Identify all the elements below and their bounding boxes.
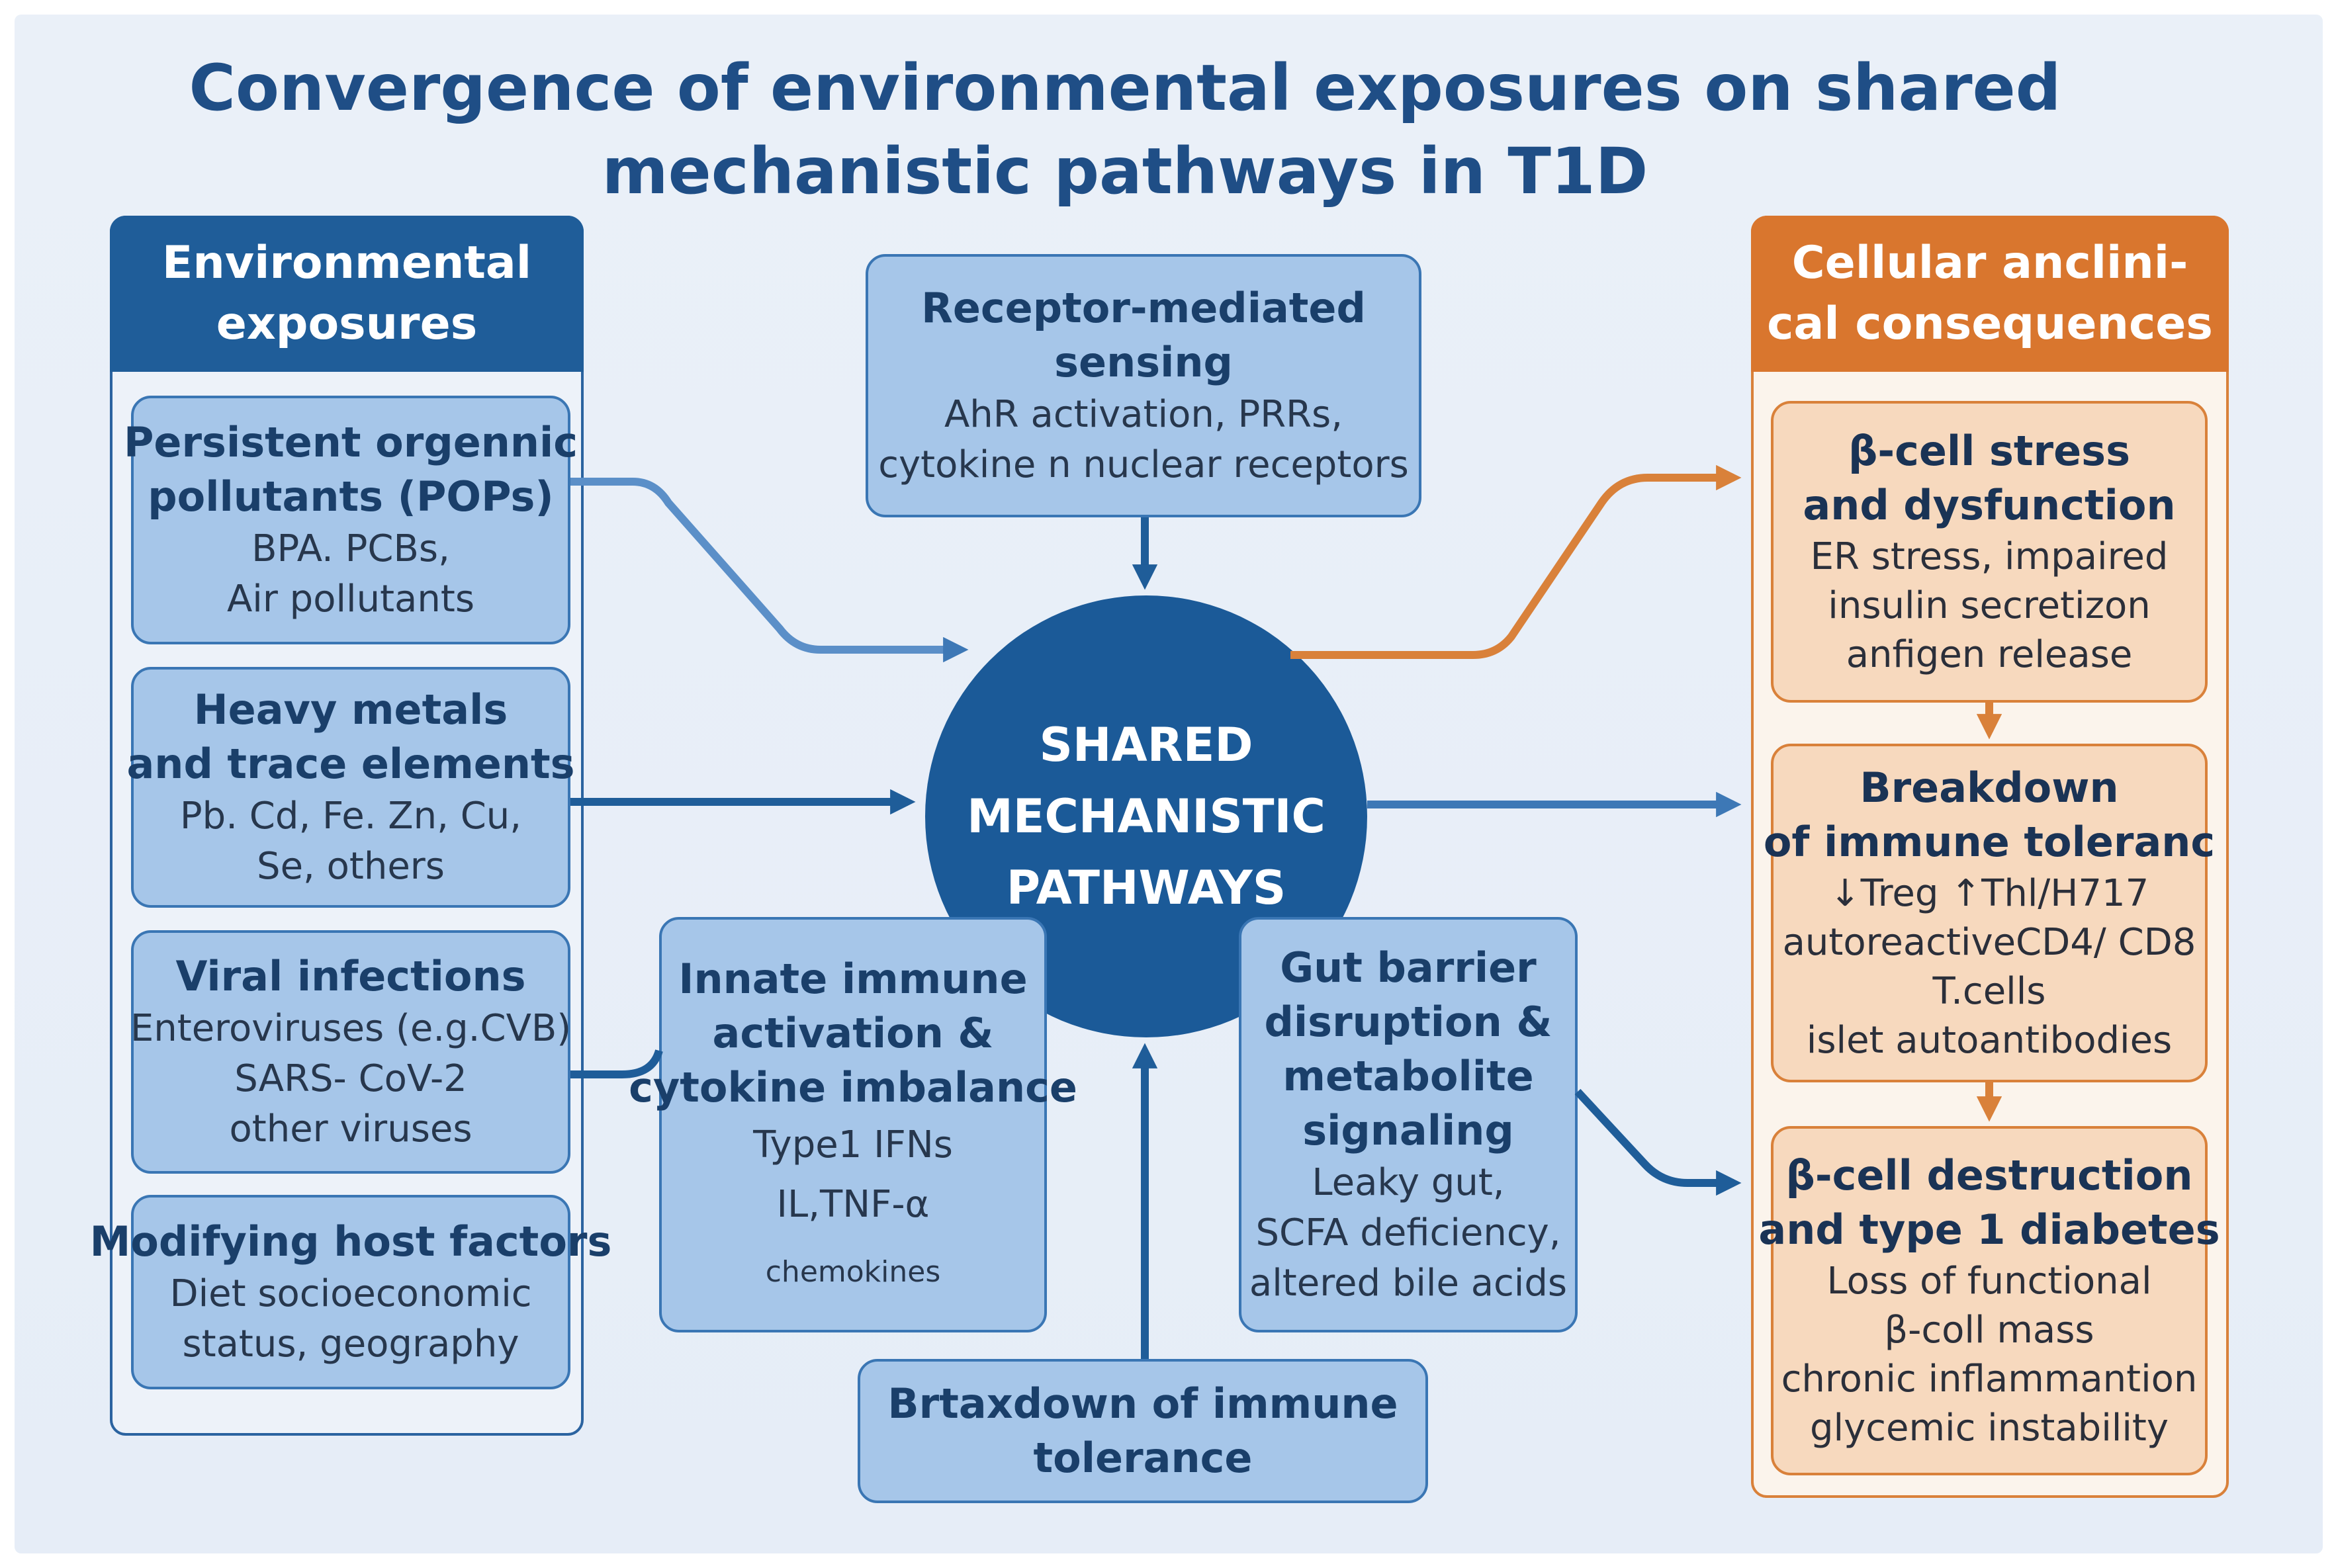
box-text-line: Pb. Cd, Fe. Zn, Cu, (179, 795, 522, 838)
box-text-line: status, geography (182, 1323, 519, 1366)
box-text-line: Leaky gut, (1312, 1161, 1505, 1204)
box-text-line: glycemic instability (1809, 1407, 2169, 1450)
heading-line: Environmental (161, 237, 532, 289)
diagram-title: Convergence of environmental exposures o… (0, 46, 2250, 213)
box-text-line: Se, others (257, 845, 445, 888)
box-title-line: of immune toleranc (1763, 818, 2216, 866)
box-title-line: Brtaxdown of immune (887, 1379, 1398, 1428)
heading-line: exposures (216, 298, 478, 350)
box-text-line: Diet socioeconomic (169, 1272, 532, 1315)
box-title-line: β-cell destruction (1785, 1151, 2193, 1199)
box-text-line: AhR activation, PRRs, (944, 393, 1343, 436)
box-text-line: BPA. PCBs, (251, 527, 450, 570)
box-title-line: Persistent orgennic (123, 418, 578, 466)
box-text-line: T.cells (1932, 970, 2046, 1013)
box-title-line: Breakdown (1860, 763, 2119, 812)
arrow-hub-to-beta-stress (1290, 464, 1742, 659)
arrow-viral-to-innate (570, 1049, 663, 1078)
hub-line: MECHANISTIC (967, 789, 1325, 844)
heading-line: cal consequences (1767, 298, 2213, 350)
title-line-1: Convergence of environmental exposures o… (189, 51, 2061, 125)
box-text-line: SCFA deficiency, (1255, 1211, 1561, 1254)
hub-line: SHARED (1039, 718, 1253, 772)
box-title-line: metabolite (1282, 1052, 1534, 1100)
hub-line: PATHWAYS (1006, 861, 1286, 915)
beta-cell-stress-box: β-cell stress and dysfunction ER stress,… (1771, 401, 2208, 703)
box-text-line: β-coll mass (1884, 1309, 2094, 1352)
innate-immune-box: Innate immune activation & cytokine imba… (629, 917, 1077, 1332)
box-title-line: and dysfunction (1803, 481, 2176, 529)
box-text-line: Air pollutants (226, 578, 474, 621)
pops-box: Persistent orgennic pollutants (POPs) BP… (124, 396, 578, 644)
box-text-line: ↓Treg ↑Thl/H717 (1829, 872, 2149, 915)
receptor-sensing-box: Receptor-mediated sensing AhR activation… (866, 254, 1421, 517)
beta-cell-destruction-box: β-cell destruction and type 1 diabetes L… (1758, 1126, 2220, 1475)
box-text-line: Type1 IFNs (753, 1123, 953, 1166)
box-text-line: chemokines (765, 1255, 941, 1289)
title-line-2: mechanistic pathways in T1D (602, 134, 1648, 208)
box-text-line: Enteroviruses (e.g.CVB) (130, 1007, 572, 1050)
box-text-line: islet autoantibodies (1806, 1019, 2173, 1062)
viral-infections-box: Viral infections Enteroviruses (e.g.CVB)… (130, 930, 572, 1174)
box-title-line: tolerance (1033, 1434, 1253, 1482)
immune-tolerance-breakdown-box: Brtaxdown of immune tolerance (858, 1359, 1428, 1503)
box-title-line: Viral infections (175, 952, 526, 1000)
box-title-line: Heavy metals (193, 685, 508, 734)
box-text-line: other viruses (229, 1108, 472, 1151)
box-text-line: chronic inflammantion (1781, 1358, 2198, 1401)
box-title-line: Innate immune (678, 955, 1028, 1003)
box-title-line: signaling (1302, 1106, 1514, 1154)
clinical-consequences-heading: Cellular anclini- cal consequences (1751, 216, 2229, 372)
box-text-line: anfigen release (1846, 633, 2133, 676)
box-title-line: disruption & (1264, 998, 1552, 1046)
box-text-line: SARS- CoV-2 (234, 1057, 467, 1100)
box-text-line: IL,TNF-α (776, 1183, 930, 1226)
box-title-line: cytokine imbalance (629, 1063, 1077, 1111)
immune-tolerance-box: Breakdown of immune toleranc ↓Treg ↑Thl/… (1764, 744, 2215, 1082)
box-text-line: Loss of functional (1826, 1260, 2152, 1303)
box-text-line: altered bile acids (1249, 1262, 1568, 1305)
box-text-line: insulin secretizon (1828, 584, 2151, 627)
box-title-line: sensing (1054, 338, 1233, 386)
box-title-line: and trace elements (126, 740, 575, 788)
box-title-line: β-cell stress (1848, 427, 2130, 475)
host-factors-box: Modifying host factors Diet socioeconomi… (90, 1195, 611, 1389)
environmental-exposures-heading: Environmental exposures (110, 216, 584, 372)
box-text-line: autoreactiveCD4/ CD8 (1782, 921, 2196, 964)
heavy-metals-box: Heavy metals and trace elements Pb. Cd, … (126, 667, 575, 908)
arrow-pops-to-hub (570, 478, 969, 663)
box-title-line: pollutants (POPs) (148, 472, 554, 521)
box-title-line: Gut barrier (1280, 943, 1537, 992)
box-title-line: Modifying host factors (89, 1217, 612, 1266)
gut-barrier-box: Gut barrier disruption & metabolite sign… (1239, 917, 1578, 1332)
box-text-line: ER stress, impaired (1810, 535, 2169, 578)
arrow-gut-to-destruction (1574, 1088, 1742, 1196)
box-text-line: cytokine n nuclear receptors (878, 443, 1409, 486)
heading-line: Cellular anclini- (1791, 237, 2188, 289)
box-title-line: and type 1 diabetes (1758, 1205, 2220, 1254)
box-title-line: activation & (712, 1009, 994, 1057)
box-title-line: Receptor-mediated (921, 284, 1366, 332)
